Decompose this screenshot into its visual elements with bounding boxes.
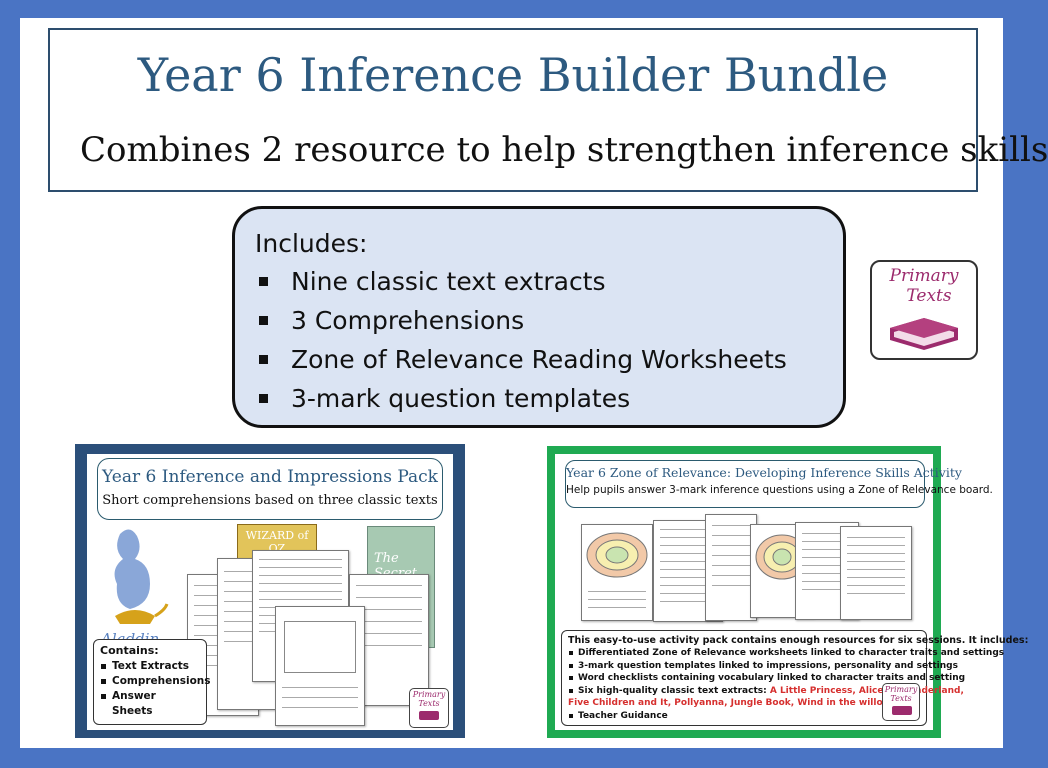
aladdin-cover: Aladdin [95, 524, 175, 654]
worksheet-page [840, 526, 912, 620]
product2-title: Year 6 Zone of Relevance: Developing Inf… [566, 465, 962, 480]
bullet-icon [101, 664, 106, 669]
list-item: 3-mark question templates [255, 379, 823, 418]
logo-line2: Texts [906, 286, 952, 306]
product2-subtitle: Help pupils answer 3-mark inference ques… [566, 484, 993, 496]
bullet-icon [569, 713, 573, 718]
page-subtitle: Combines 2 resource to help strengthen i… [80, 130, 1048, 170]
product1-content: Year 6 Inference and Impressions Pack Sh… [87, 454, 453, 730]
list-item: Answer Sheets [100, 689, 200, 719]
product1-title: Year 6 Inference and Impressions Pack [102, 467, 438, 487]
product2-list: Differentiated Zone of Relevance workshe… [568, 647, 1004, 723]
includes-heading: Includes: [255, 229, 368, 258]
bullet-icon [569, 688, 573, 693]
bullet-icon [101, 694, 106, 699]
includes-list: Nine classic text extracts 3 Comprehensi… [255, 262, 823, 418]
slide: Year 6 Inference Builder Bundle Combines… [20, 18, 1048, 748]
list-item: Zone of Relevance Reading Worksheets [255, 340, 823, 379]
bullet-icon [569, 676, 573, 680]
list-item: Differentiated Zone of Relevance workshe… [568, 647, 1004, 660]
bullet-icon [101, 679, 106, 684]
bullet-square-icon [259, 277, 268, 286]
list-item-continued: Five Children and It, Pollyanna, Jungle … [568, 698, 897, 708]
product2-intro: This easy-to-use activity pack contains … [568, 635, 1029, 646]
book-icon [892, 706, 912, 715]
list-item: Nine classic text extracts [255, 262, 823, 301]
bullet-square-icon [259, 394, 268, 403]
worksheet-page [275, 606, 365, 726]
list-item: Comprehensions [100, 674, 211, 689]
primary-texts-logo: Primary Texts [870, 260, 978, 360]
list-item: Teacher Guidance [568, 710, 920, 723]
contains-box: Contains: Text Extracts Comprehensions A… [93, 639, 211, 725]
list-item: Six high-quality classic text extracts: … [568, 685, 964, 698]
logo-line1: Primary [889, 266, 959, 286]
book-icon [419, 711, 439, 720]
zone-target-icon [586, 532, 648, 578]
bullet-icon [569, 651, 573, 655]
product2-content: Year 6 Zone of Relevance: Developing Inf… [555, 454, 1029, 730]
product1-subtitle: Short comprehensions based on three clas… [102, 493, 438, 508]
title-box: Year 6 Inference Builder Bundle Combines… [48, 28, 1048, 192]
bullet-square-icon [259, 355, 268, 364]
list-item: Word checklists containing vocabulary li… [568, 672, 965, 685]
bullet-square-icon [259, 316, 268, 325]
list-item: 3 Comprehensions [255, 301, 823, 340]
product2-preview: Year 6 Zone of Relevance: Developing Inf… [547, 446, 1029, 738]
product2-description: This easy-to-use activity pack contains … [561, 630, 1029, 726]
contains-heading: Contains: [100, 644, 159, 657]
product2-header: Year 6 Zone of Relevance: Developing Inf… [565, 460, 993, 508]
list-item: Text Extracts [100, 659, 200, 674]
product1-header: Year 6 Inference and Impressions Pack Sh… [97, 458, 443, 520]
book-icon [890, 318, 958, 350]
list-item: 3-mark question templates linked to impr… [568, 660, 958, 673]
includes-box: Includes: Nine classic text extracts 3 C… [232, 206, 846, 428]
bullet-icon [569, 663, 573, 668]
genie-lamp-icon [114, 529, 169, 624]
page-title: Year 6 Inference Builder Bundle [137, 48, 889, 102]
product1-preview: Year 6 Inference and Impressions Pack Sh… [75, 444, 465, 738]
zone-of-relevance-worksheet [581, 524, 653, 621]
contains-list: Text Extracts Comprehensions Answer Shee… [100, 659, 211, 719]
